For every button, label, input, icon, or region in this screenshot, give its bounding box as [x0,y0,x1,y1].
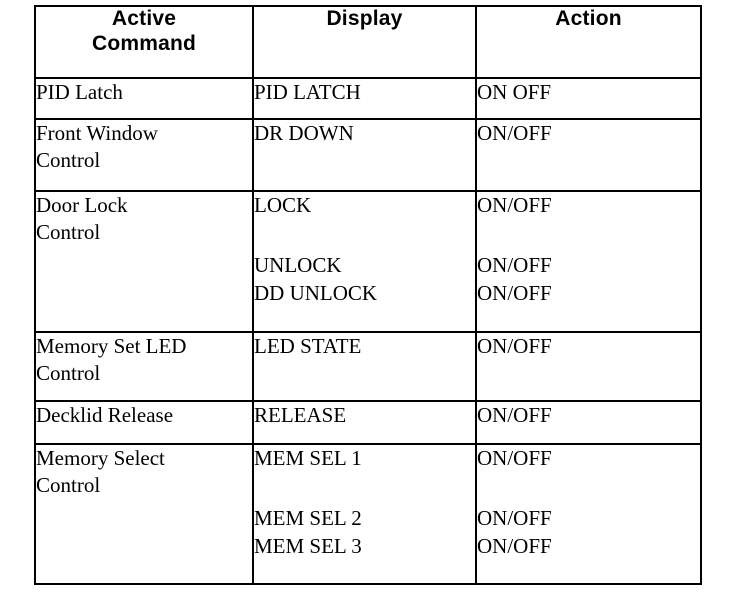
display-entry: PID LATCH [254,80,361,104]
cell-active-command: Door Lock Control [34,190,254,333]
display-entry: LOCK [254,193,312,217]
command-line-2: Control [36,147,101,172]
column-header-active-command-line2: Command [91,31,197,55]
command-line-2: Control [36,360,101,385]
display-entry: DD UNLOCK [254,281,378,306]
action-entry: ON/OFF [477,121,552,145]
table-body: PID Latch PID LATCH ON OFF Front Window … [34,77,702,585]
table-row: Front Window Control DR DOWN ON/OFF [34,118,702,192]
active-command-table: Active Command Display Action PID Latch … [34,5,702,585]
display-entry: MEM SEL 2 [254,505,362,530]
cell-display: DR DOWN [252,118,477,192]
column-header-active-command-line1: Active [111,7,177,30]
table-row: PID Latch PID LATCH ON OFF [34,77,702,120]
display-entry: MEM SEL 1 [254,446,362,470]
action-entry: ON/OFF [477,403,552,427]
command-line-1: Memory Set LED [36,334,187,358]
display-entry: MEM SEL 3 [254,534,362,559]
table-header: Active Command Display Action [34,5,702,79]
display-entry: UNLOCK [254,252,342,277]
cell-display: RELEASE [252,400,477,445]
cell-display: LOCK UNLOCK DD UNLOCK [252,190,477,333]
action-entry: ON/OFF [477,252,552,277]
cell-display: LED STATE [252,331,477,402]
cell-display: PID LATCH [252,77,477,120]
cell-action: ON/OFF [475,331,702,402]
table-row: Door Lock Control LOCK UNLOCK DD UNLOCK … [34,190,702,333]
cell-action: ON/OFF [475,118,702,192]
cell-action: ON OFF [475,77,702,120]
cell-active-command: Decklid Release [34,400,254,445]
action-entry: ON/OFF [477,505,552,530]
table-header-row: Active Command Display Action [34,5,702,79]
action-entry: ON/OFF [477,334,552,358]
column-header-display-label: Display [326,7,403,30]
cell-display: MEM SEL 1 MEM SEL 2 MEM SEL 3 [252,443,477,585]
action-entry: ON OFF [477,80,552,104]
command-line-1: Decklid Release [36,403,174,427]
action-entry: ON/OFF [477,446,552,470]
column-header-display: Display [252,5,477,79]
cell-active-command: Front Window Control [34,118,254,192]
cell-action: ON/OFF ON/OFF ON/OFF [475,190,702,333]
display-entry: RELEASE [254,403,347,427]
table-row: Memory Set LED Control LED STATE ON/OFF [34,331,702,402]
display-entry: DR DOWN [254,121,354,145]
action-entry: ON/OFF [477,534,552,559]
command-line-1: Front Window [36,121,158,145]
display-entry: LED STATE [254,334,362,358]
table-row: Memory Select Control MEM SEL 1 MEM SEL … [34,443,702,585]
column-header-action: Action [475,5,702,79]
command-line-1: Memory Select [36,446,165,470]
column-header-active-command: Active Command [34,5,254,79]
cell-active-command: PID Latch [34,77,254,120]
cell-active-command: Memory Select Control [34,443,254,585]
action-entry: ON/OFF [477,281,552,306]
cell-action: ON/OFF [475,400,702,445]
command-line-1: Door Lock [36,193,128,217]
action-entry: ON/OFF [477,193,552,217]
cell-active-command: Memory Set LED Control [34,331,254,402]
cell-action: ON/OFF ON/OFF ON/OFF [475,443,702,585]
table-row: Decklid Release RELEASE ON/OFF [34,400,702,445]
command-line-1: PID Latch [36,80,123,104]
command-line-2: Control [36,472,101,497]
column-header-action-label: Action [555,7,622,30]
command-line-2: Control [36,219,101,244]
